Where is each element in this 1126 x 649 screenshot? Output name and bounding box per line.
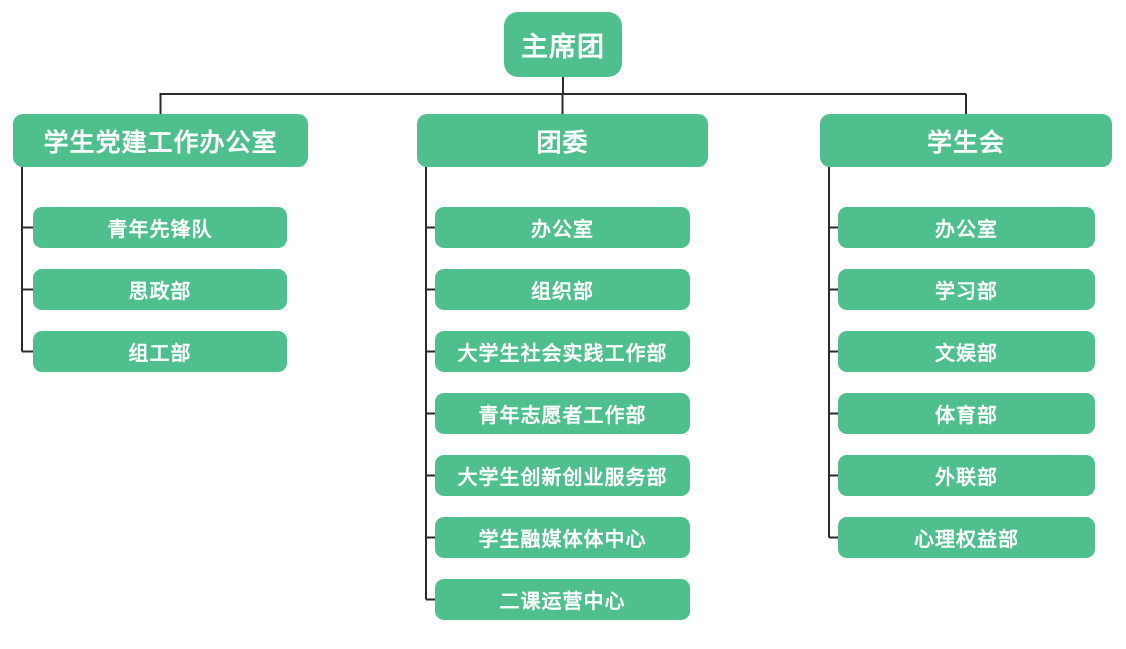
org-node-child: 文娱部 [838, 331, 1095, 372]
org-node-child: 组织部 [435, 269, 690, 310]
org-node-child: 外联部 [838, 455, 1095, 496]
org-node-child: 青年先锋队 [33, 207, 287, 248]
connector-root-to-branches [159, 77, 967, 114]
org-node-branch-party-office: 学生党建工作办公室 [13, 114, 308, 167]
org-node-child: 学生融媒体体中心 [435, 517, 690, 558]
org-node-child: 大学生创新创业服务部 [435, 455, 690, 496]
org-node-child: 学习部 [838, 269, 1095, 310]
org-node-child: 大学生社会实践工作部 [435, 331, 690, 372]
connector-branch-middle [425, 167, 435, 601]
org-node-child: 组工部 [33, 331, 287, 372]
connector-branch-left [21, 167, 33, 353]
connector-branch-right [828, 167, 838, 539]
org-node-child: 思政部 [33, 269, 287, 310]
org-node-child: 二课运营中心 [435, 579, 690, 620]
org-node-child: 办公室 [838, 207, 1095, 248]
org-node-child: 办公室 [435, 207, 690, 248]
org-node-branch-youth-league: 团委 [417, 114, 708, 167]
org-node-child: 青年志愿者工作部 [435, 393, 690, 434]
org-node-root: 主席团 [504, 12, 622, 77]
org-node-branch-student-union: 学生会 [820, 114, 1112, 167]
org-node-child: 体育部 [838, 393, 1095, 434]
org-node-child: 心理权益部 [838, 517, 1095, 558]
